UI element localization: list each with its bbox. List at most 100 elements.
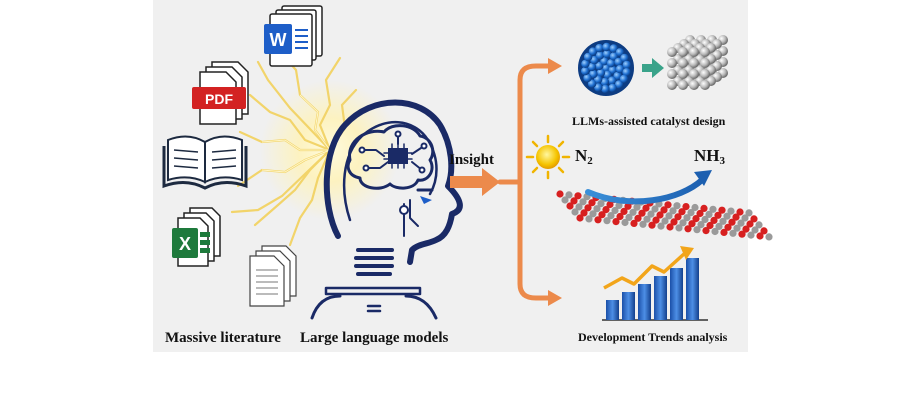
nanoparticle-atom — [581, 59, 590, 68]
surface-atom — [621, 218, 629, 227]
insight-arrow — [450, 168, 500, 196]
surface-atom — [580, 209, 588, 217]
nanoparticle-atom — [588, 47, 598, 56]
word-document-icon: W — [264, 5, 323, 67]
surface-atom — [616, 212, 624, 221]
nanoparticle-atom — [615, 64, 625, 74]
surface-atom — [629, 208, 637, 216]
lattice-atom — [689, 80, 699, 90]
lattice-atom — [678, 69, 688, 79]
surface-atom — [750, 215, 758, 223]
nanoparticle-atom — [583, 52, 593, 62]
surface-atom — [733, 224, 741, 232]
nanoparticle-atom — [615, 48, 625, 57]
nanoparticle-atom — [581, 66, 590, 76]
surface-atom — [697, 221, 705, 229]
surface-atom — [701, 215, 709, 224]
surface-atom — [691, 203, 699, 212]
surface-atom — [682, 203, 690, 211]
surface-atom — [579, 198, 587, 206]
surface-atom — [688, 220, 696, 228]
lattice-atom — [678, 47, 688, 57]
surface-atom — [705, 210, 713, 218]
surface-atom — [620, 207, 628, 215]
lattice-atom — [700, 58, 710, 68]
nanoparticle-atom — [607, 76, 617, 85]
lattice-atom — [667, 58, 677, 68]
reaction-arrow-head-icon — [694, 170, 712, 186]
nanoparticle-atom — [603, 70, 612, 80]
surface-atom — [741, 214, 749, 222]
surface-atom — [715, 222, 723, 230]
surface-atom — [603, 217, 611, 225]
nanoparticle-atom — [608, 83, 617, 93]
surface-atom — [742, 225, 750, 233]
surface-atom — [612, 218, 620, 226]
surface-atom — [570, 197, 578, 205]
surface-atom — [710, 216, 718, 224]
center-caption: Large language models — [300, 330, 449, 346]
surface-atom — [669, 207, 677, 215]
surface-atom — [664, 201, 672, 209]
surface-atom — [673, 202, 681, 210]
text-document-icon — [249, 245, 297, 307]
surface-atom — [700, 204, 708, 212]
surface-atom — [679, 219, 687, 227]
arrow-head-top-icon — [548, 58, 562, 74]
surface-atom — [718, 206, 726, 214]
nanoparticle-atom — [614, 80, 624, 89]
surface-atom — [728, 218, 736, 226]
surface-atom — [666, 223, 674, 231]
surface-atom — [657, 222, 665, 230]
surface-atom — [589, 210, 597, 218]
nanoparticle-atom — [595, 51, 605, 60]
lattice-atom — [700, 69, 710, 79]
catalyst-design-label: LLMs-assisted catalyst design — [572, 114, 726, 128]
surface-atom — [720, 228, 728, 236]
surface-atom — [665, 212, 673, 220]
surface-atom — [642, 204, 650, 212]
insight-label: Insight — [449, 152, 495, 168]
excel-letter: X — [179, 234, 191, 254]
surface-atom — [576, 214, 584, 222]
lattice-atom — [667, 80, 677, 90]
pdf-document-icon: PDF — [192, 61, 249, 125]
nanoparticle-atom — [596, 68, 606, 78]
reactant-formula: N2 — [575, 146, 593, 167]
surface-atom — [702, 227, 710, 235]
nanoparticle-atom — [600, 77, 610, 87]
sun-icon — [525, 134, 571, 180]
surface-atom — [574, 192, 582, 200]
surface-atom — [719, 217, 727, 225]
surface-atom — [565, 191, 573, 199]
surface-atom — [674, 213, 682, 221]
product-subscript: 3 — [719, 155, 726, 167]
surface-atom — [648, 221, 656, 229]
surface-atom — [584, 204, 592, 212]
nanoparticle-atom — [590, 55, 599, 65]
surface-atom — [755, 221, 763, 229]
ai-head-icon — [310, 99, 463, 320]
surface-atom — [611, 206, 619, 215]
surface-atom — [732, 213, 740, 221]
surface-atom — [585, 215, 593, 223]
surface-atom — [633, 203, 641, 211]
surface-atom — [751, 226, 759, 234]
surface-atom — [652, 216, 660, 224]
lattice-atom — [689, 47, 699, 57]
surface-atom — [575, 203, 583, 211]
surface-atom — [597, 200, 605, 208]
surface-atom — [747, 231, 755, 239]
surface-atom — [643, 215, 651, 223]
catalyst-surface-icon — [556, 190, 773, 241]
nanoparticle-atom — [594, 83, 603, 92]
reactant-subscript: 2 — [587, 155, 593, 167]
surface-atom — [727, 207, 735, 215]
pdf-label: PDF — [205, 91, 233, 107]
surface-atom — [594, 216, 602, 224]
lattice-atom — [700, 80, 710, 90]
surface-atom — [593, 205, 601, 213]
surface-atom — [598, 211, 606, 219]
nanoparticle-atom — [602, 49, 612, 59]
open-book-icon — [162, 135, 248, 190]
